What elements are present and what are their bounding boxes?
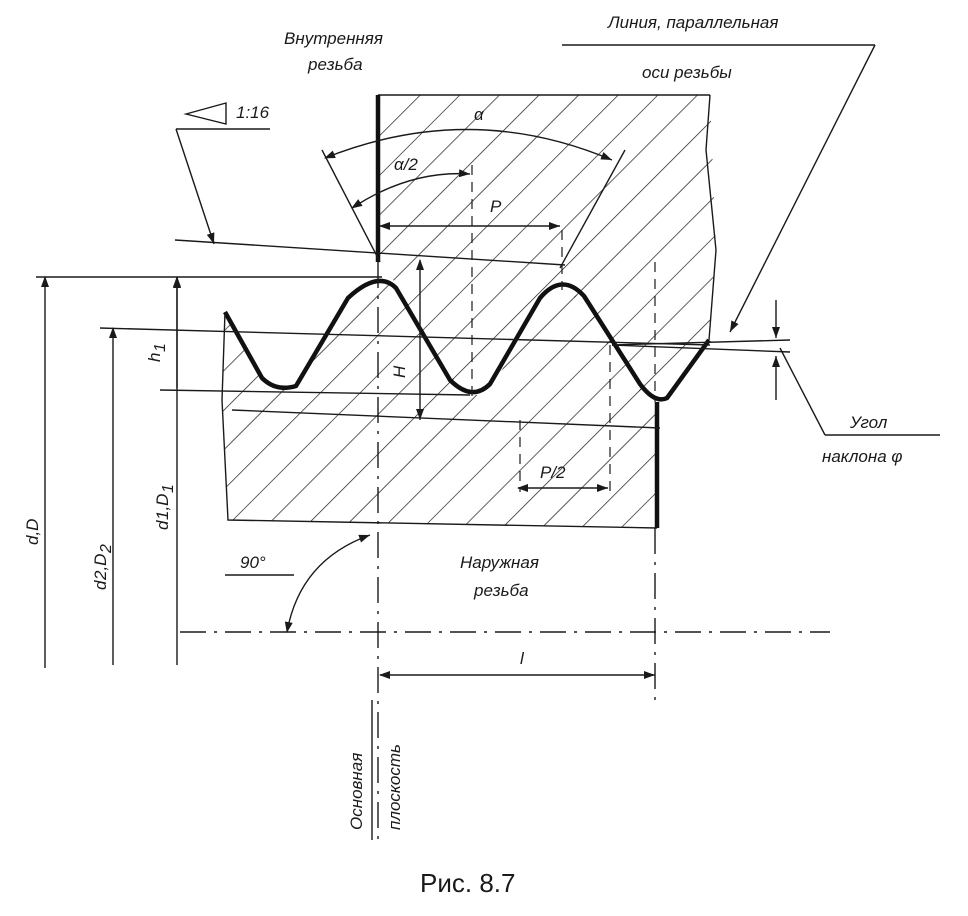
svg-text:d: d	[153, 520, 172, 530]
pitch-label: P	[490, 197, 502, 216]
parallel-line-label-2: оси резьбы	[642, 63, 732, 82]
svg-text:1: 1	[160, 484, 177, 493]
alpha-label: α	[474, 105, 485, 124]
svg-text:2: 2	[98, 544, 115, 554]
svg-text:h: h	[145, 353, 164, 362]
svg-text:2,D: 2,D	[91, 554, 110, 581]
basic-plane-label-2: плоскость	[385, 744, 404, 830]
svg-text:d: d	[91, 580, 110, 590]
d-D-label: d,D	[23, 519, 42, 545]
incline-angle-label-2: наклона φ	[822, 447, 903, 466]
right-angle-label: 90°	[240, 553, 266, 572]
parallel-line-label-1: Линия, параллельная	[607, 13, 778, 32]
d2-D2-label: d 2,D 2	[91, 544, 115, 590]
external-thread-label-1: Наружная	[460, 553, 539, 572]
svg-text:1: 1	[152, 343, 169, 352]
H-label: H	[390, 365, 409, 378]
alpha-half-label: α/2	[394, 155, 418, 174]
h1-label: h 1	[145, 343, 169, 362]
external-thread-label-2: резьба	[473, 581, 529, 600]
internal-thread-label-2: резьба	[307, 55, 363, 74]
incline-angle-label-1: Угол	[849, 413, 888, 432]
figure-caption: Рис. 8.7	[420, 868, 515, 898]
svg-text:1,D: 1,D	[153, 494, 172, 520]
taper-label: 1:16	[236, 103, 270, 122]
taper-symbol	[183, 102, 227, 125]
d1-D1-label: d 1,D 1	[153, 484, 177, 530]
thread-profile	[223, 278, 711, 402]
half-pitch-label: P/2	[540, 463, 566, 482]
length-label: l	[520, 649, 525, 668]
basic-plane-label-1: Основная	[347, 753, 366, 830]
internal-thread-label-1: Внутренняя	[284, 29, 383, 48]
